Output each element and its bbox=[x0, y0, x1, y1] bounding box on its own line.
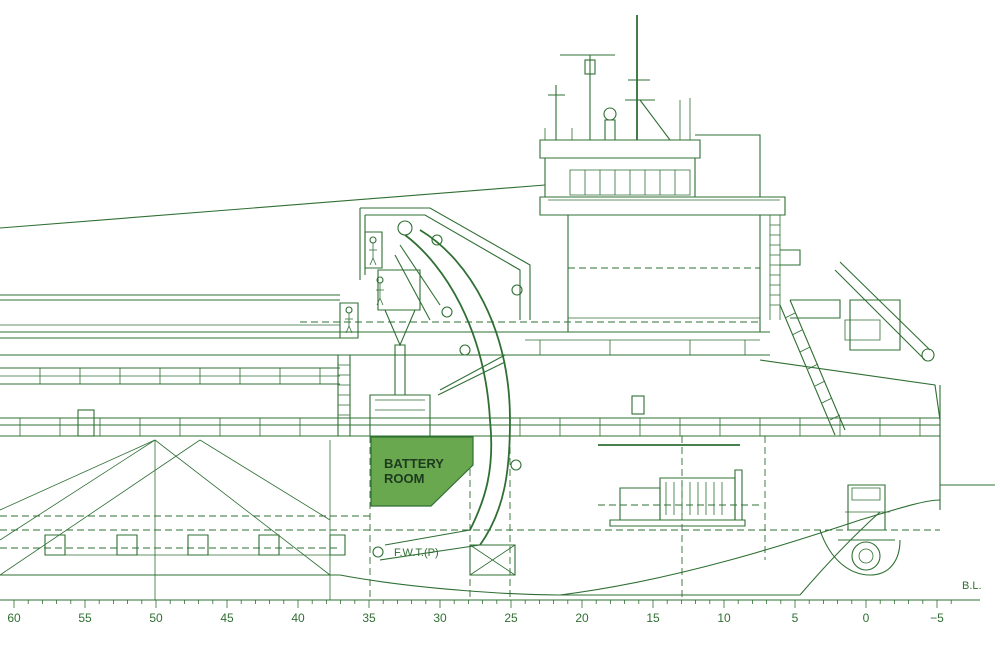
frame-tick-label: 0 bbox=[863, 611, 870, 625]
frame-tick-label: 40 bbox=[291, 611, 305, 625]
frame-tick-label: 55 bbox=[78, 611, 92, 625]
frame-tick-label: 30 bbox=[433, 611, 447, 625]
battery-room[interactable]: BATTERY ROOM bbox=[370, 436, 474, 507]
a-frame-gantry bbox=[339, 207, 531, 561]
frame-tick-label: 10 bbox=[717, 611, 731, 625]
generator-set bbox=[598, 444, 760, 527]
frame-tick-label: 45 bbox=[220, 611, 234, 625]
deck-railings bbox=[0, 261, 935, 437]
frame-tick-label: 50 bbox=[149, 611, 163, 625]
superstructure bbox=[539, 15, 801, 332]
frame-tick-label: 5 bbox=[792, 611, 799, 625]
frame-tick-label: −5 bbox=[930, 611, 944, 625]
battery-room-label-line1: BATTERY bbox=[384, 456, 444, 471]
battery-room-label-line2: ROOM bbox=[384, 471, 424, 486]
frame-tick-label: 60 bbox=[7, 611, 21, 625]
frame-tick-label: 35 bbox=[362, 611, 376, 625]
battery-room-area[interactable] bbox=[370, 436, 474, 507]
frame-tick-label: 20 bbox=[575, 611, 589, 625]
fwt-tank-label: F.W.T.(P) bbox=[394, 547, 439, 559]
baseline-label: B.L. bbox=[962, 580, 982, 592]
frame-tick-label: 25 bbox=[504, 611, 518, 625]
frame-tick-label: 15 bbox=[646, 611, 660, 625]
hold-structure bbox=[0, 436, 940, 600]
